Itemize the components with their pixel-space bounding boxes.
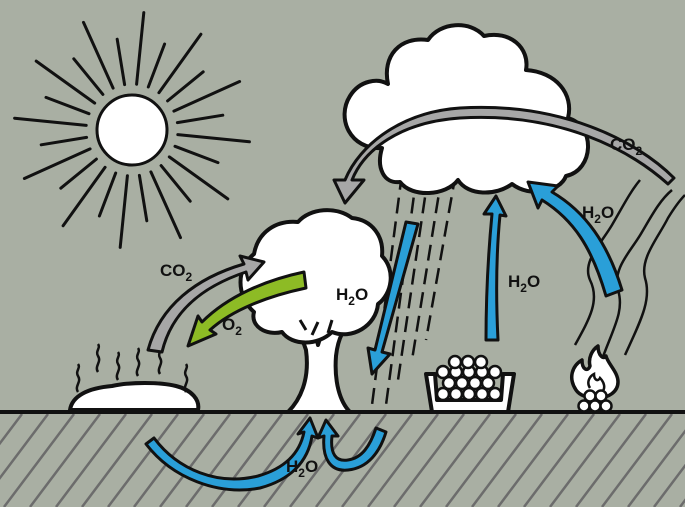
sun-ray xyxy=(168,72,204,101)
sun-ray xyxy=(120,176,127,248)
sun-ray xyxy=(177,115,222,122)
hatch-line xyxy=(654,414,685,507)
label-h2o-evaporation: H2O xyxy=(508,272,540,295)
h2o-arrow-fire xyxy=(528,182,622,296)
log xyxy=(489,366,501,378)
log xyxy=(475,356,487,368)
sun-ray xyxy=(178,135,250,142)
sun-ray xyxy=(139,175,146,220)
sun-ray xyxy=(46,97,89,113)
flame xyxy=(572,346,618,398)
log xyxy=(449,356,461,368)
sun-ray xyxy=(15,118,87,125)
log xyxy=(462,356,474,368)
sun-ray xyxy=(137,13,144,85)
sun-ray xyxy=(175,146,218,162)
sun-ray xyxy=(117,39,124,84)
tree-crown xyxy=(241,210,391,342)
h2o-arrow-evaporation xyxy=(484,196,506,340)
hatch-line xyxy=(680,414,685,507)
sun-ray xyxy=(99,173,115,216)
campfire-icon xyxy=(572,346,618,412)
sun-ray xyxy=(161,166,190,202)
label-o2: O2 xyxy=(222,315,242,338)
log xyxy=(437,366,449,378)
sun-ray xyxy=(148,44,164,87)
compost-heap-icon xyxy=(70,344,198,410)
log-pile-icon xyxy=(426,356,514,412)
label-co2-tree: CO2 xyxy=(160,261,193,284)
sun-ray xyxy=(74,59,103,95)
sun-icon xyxy=(15,13,250,248)
sun-ray xyxy=(61,159,97,188)
hatch-line xyxy=(0,414,22,507)
sun-ray xyxy=(41,137,86,144)
tree-icon xyxy=(241,210,391,412)
h2o-arrow-ground-left xyxy=(146,418,318,490)
log xyxy=(489,388,501,400)
